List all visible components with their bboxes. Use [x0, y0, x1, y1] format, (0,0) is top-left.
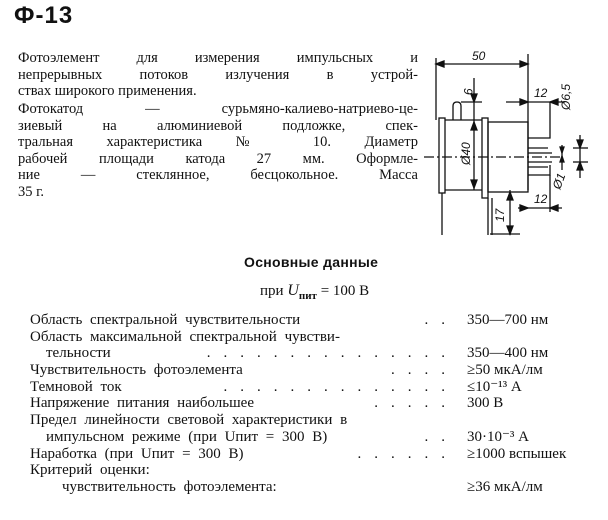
spec-value: ≥36 мкА/лм — [467, 478, 543, 495]
condition-subscript: пит — [298, 290, 317, 302]
text-line: 35 г. — [18, 183, 45, 200]
spec-label: Напряжение питания наибольшее — [30, 395, 254, 412]
condition-value: = 100 В — [316, 283, 370, 299]
condition-variable: U — [287, 282, 299, 299]
leader-dots: .... — [391, 362, 458, 379]
text-line: зиевый на алюминиевой подложке, спек- — [18, 117, 418, 134]
spec-row: Напряжение питания наибольшее..... 300 В — [30, 395, 608, 412]
spec-label: Чувствительность фотоэлемента — [30, 362, 243, 379]
spec-row: чувствительность фотоэлемента: ≥36 мкА/лм — [30, 479, 608, 496]
text-line: непрерывных потоков излучения в устрой- — [18, 66, 418, 83]
spec-row: Область спектральной чувствительности.. 3… — [30, 312, 608, 329]
condition-prefix: при — [260, 283, 288, 299]
spec-row: тельности............... 350—400 нм — [30, 345, 608, 362]
specifications-table: Область спектральной чувствительности.. 3… — [30, 312, 608, 496]
text-line: тральная характеристика № 10. Диаметр — [18, 134, 418, 150]
measurement-condition: при Uпит = 100 В — [260, 282, 369, 302]
spec-label: Наработка (при Uпит = 300 В) — [30, 445, 244, 462]
text-line: рабочей площади катода 27 мм. Оформле- — [18, 150, 418, 167]
spec-value: 30·10⁻³ А — [467, 428, 529, 445]
spec-label: Темновой ток — [30, 378, 122, 395]
description-paragraph-2: Фотокатод — сурьмяно-калиево-натриево-це… — [18, 101, 418, 200]
leader-dots: ...... — [357, 445, 458, 462]
spec-label: Предел линейности световой характеристик… — [30, 412, 348, 429]
description-paragraph-1: Фотоэлемент для измерения импульсных и н… — [18, 50, 418, 100]
spec-label: тельности — [46, 345, 111, 362]
text-line: ствах широкого применения. — [18, 83, 197, 99]
dim-12-top: 12 — [534, 86, 548, 100]
spec-value: 350—400 нм — [467, 345, 549, 362]
section-heading: Основные данные — [244, 254, 379, 270]
dim-12-bottom: 12 — [534, 192, 548, 206]
text-line: Фотоэлемент для измерения импульсных и — [18, 50, 418, 66]
spec-value: ≥50 мкА/лм — [467, 362, 543, 379]
spec-row: Критерий оценки: — [30, 462, 608, 479]
dim-17: 17 — [493, 207, 507, 222]
leader-dots: .............. — [223, 378, 458, 395]
text-line: Фотокатод — сурьмяно-калиево-натриево-це… — [18, 101, 418, 117]
spec-row: Наработка (при Uпит = 300 В)...... ≥1000 … — [30, 446, 608, 463]
dim-diameter-40: Ø40 — [459, 142, 473, 166]
spec-row: Предел линейности световой характеристик… — [30, 412, 608, 429]
spec-row: импульсном режиме (при Uпит = 300 В).. 30… — [30, 429, 608, 446]
dim-length: 50 — [472, 50, 486, 63]
spec-value: 350—700 нм — [467, 312, 549, 328]
spec-row: Чувствительность фотоэлемента.... ≥50 мкА… — [30, 362, 608, 379]
spec-label: чувствительность фотоэлемента: — [62, 478, 277, 495]
leader-dots: .. — [424, 428, 458, 445]
spec-value: 300 В — [467, 395, 504, 412]
dim-diameter-6-5: Ø6,5 — [559, 84, 573, 111]
leader-dots: ............... — [206, 345, 458, 362]
spec-label: импульсном режиме (при Uпит = 300 В) — [46, 428, 328, 445]
spec-value: ≤10⁻¹³ А — [467, 378, 522, 395]
device-title: Ф-13 — [14, 2, 74, 29]
dim-9: 9 — [461, 88, 475, 95]
photocell-dimension-drawing: 50 9 Ø40 12 12 Ø6,5 Ø1 17 — [424, 50, 588, 236]
text-line: ние — стеклянное, бесцокольное. Масса — [18, 167, 418, 183]
leader-dots: .. — [424, 312, 458, 328]
leader-dots: ..... — [374, 395, 458, 412]
spec-row: Темновой ток.............. ≤10⁻¹³ А — [30, 379, 608, 396]
spec-row: Область максимальной спектральной чувств… — [30, 329, 608, 346]
spec-value: ≥1000 вспышек — [467, 445, 567, 462]
spec-label: Область максимальной спектральной чувств… — [30, 328, 340, 345]
spec-label: Критерий оценки: — [30, 462, 150, 479]
spec-label: Область спектральной чувствительности — [30, 312, 301, 328]
dim-diameter-1: Ø1 — [549, 171, 568, 192]
